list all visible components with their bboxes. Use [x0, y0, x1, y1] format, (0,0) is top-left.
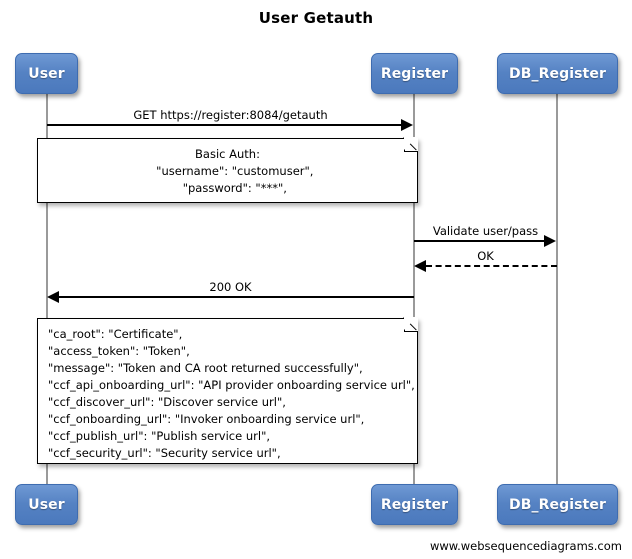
- message-label-200-ok: 200 OK: [209, 280, 252, 294]
- note-basic-auth: Basic Auth: "username": "customuser", "p…: [37, 137, 418, 203]
- actor-box-db-register-bottom[interactable]: DB_Register: [497, 484, 618, 525]
- actor-box-register-bottom[interactable]: Register: [371, 484, 458, 525]
- note-line: "ca_root": "Certificate",: [48, 327, 183, 341]
- note-line: "password": "***",: [168, 181, 287, 195]
- message-label-validate-user-pass: Validate user/pass: [432, 224, 539, 238]
- actor-box-user-top[interactable]: User: [15, 53, 78, 94]
- note-line: "ccf_security_url": "Security service ur…: [48, 446, 281, 460]
- actor-box-user-bottom[interactable]: User: [15, 484, 78, 525]
- page-title: User Getauth: [258, 9, 374, 27]
- message-arrowhead-200-ok: [47, 291, 59, 303]
- actor-box-db-register-top[interactable]: DB_Register: [497, 53, 618, 94]
- message-line-get-getauth: [47, 124, 402, 126]
- lifeline-register: [413, 93, 415, 485]
- note-line: Basic Auth:: [195, 147, 260, 161]
- message-arrowhead-validate-user-pass: [544, 235, 556, 247]
- message-label-get-getauth: GET https://register:8084/getauth: [133, 108, 328, 122]
- actor-label-db-register-bottom: DB_Register: [509, 496, 606, 513]
- actor-label-register-top: Register: [380, 65, 449, 82]
- message-label-ok: OK: [477, 249, 494, 263]
- note-line: "ccf_publish_url": "Publish service url"…: [48, 429, 271, 443]
- note-line: "ccf_onboarding_url": "Invoker onboardin…: [48, 412, 365, 426]
- actor-label-db-register-top: DB_Register: [509, 65, 606, 82]
- actor-label-user-bottom: User: [28, 496, 65, 513]
- note-response-payload: "ca_root": "Certificate", "access_token"…: [37, 317, 418, 464]
- note-line: "ccf_api_onboarding_url": "API provider …: [48, 378, 415, 392]
- actor-label-register-bottom: Register: [380, 496, 449, 513]
- note-line: "access_token": "Token",: [48, 344, 190, 358]
- message-line-validate-user-pass: [414, 240, 545, 242]
- message-arrowhead-get-getauth: [401, 119, 413, 131]
- actor-box-register-top[interactable]: Register: [371, 53, 458, 94]
- lifeline-db-register: [556, 93, 558, 485]
- lifeline-user: [46, 93, 48, 485]
- actor-label-user-top: User: [28, 65, 65, 82]
- message-line-ok: [426, 265, 557, 267]
- message-arrowhead-ok: [414, 260, 426, 272]
- note-line: "ccf_discover_url": "Discover service ur…: [48, 395, 286, 409]
- note-fold-icon: [404, 137, 418, 152]
- footer-watermark: www.websequencediagrams.com: [429, 539, 622, 553]
- note-line: "username": "customuser",: [141, 164, 314, 178]
- note-line: "message": "Token and CA root returned s…: [48, 361, 363, 375]
- note-fold-icon: [404, 317, 418, 332]
- message-line-200-ok: [59, 296, 414, 298]
